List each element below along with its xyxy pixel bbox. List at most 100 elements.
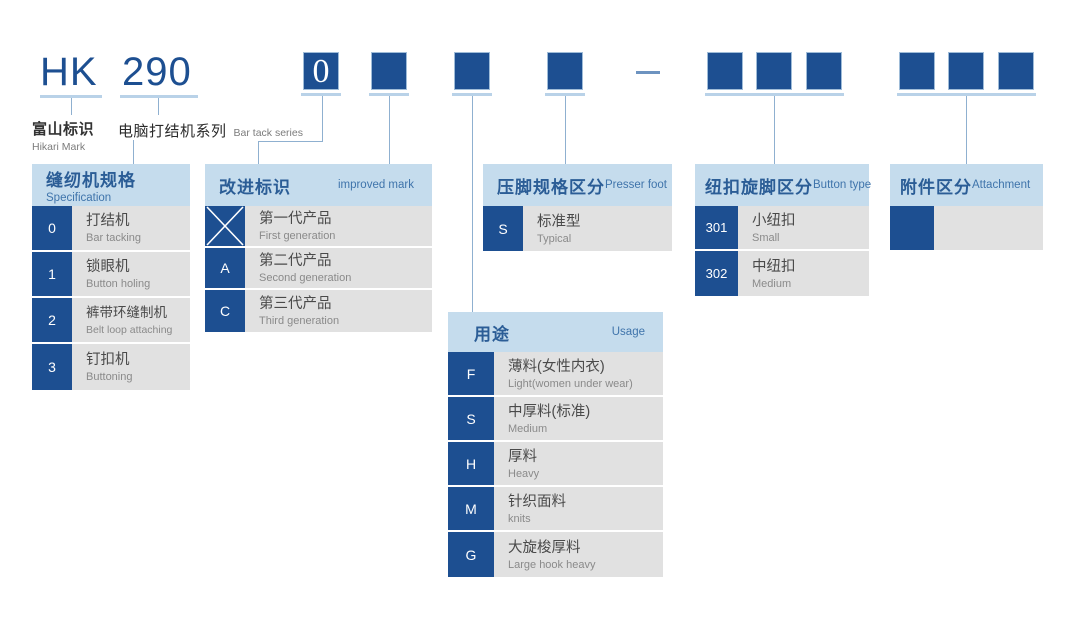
table-specification-header: 缝纫机规格 Specification [32, 164, 190, 206]
box-button-type-2[interactable] [756, 52, 792, 90]
row-value-cn: 针织面料 [508, 493, 566, 510]
table-row[interactable]: S 中厚料(标准) Medium [448, 397, 663, 442]
row-value-cn: 中厚料(标准) [508, 403, 591, 420]
box-improved-mark[interactable] [371, 52, 407, 90]
connector-box-specification-drop [258, 141, 259, 165]
table-button-type-header: 纽扣旋脚区分 Button type [695, 164, 871, 206]
row-value: 针织面料 knits [494, 487, 663, 530]
box-attachment-3[interactable] [998, 52, 1034, 90]
connector-box-specification-vertical [322, 96, 323, 141]
row-key: G [448, 532, 494, 579]
box-presser-foot[interactable] [547, 52, 583, 90]
row-value-cn: 锁眼机 [86, 259, 130, 275]
table-row[interactable]: 第一代产品 First generation [205, 206, 432, 248]
row-value-en: knits [508, 512, 531, 525]
row-value: 第一代产品 First generation [245, 206, 432, 246]
table-row[interactable]: 2 裤带环缝制机 Belt loop attaching [32, 298, 190, 344]
code-hikari-mark: HK [40, 50, 98, 94]
row-key: 0 [32, 206, 72, 252]
row-value: 第三代产品 Third generation [245, 290, 432, 332]
underline-box-presser-foot [545, 93, 585, 96]
row-value-en: Buttoning [86, 371, 133, 383]
row-value-en: Small [752, 231, 780, 244]
row-value: 裤带环缝制机 Belt loop attaching [72, 298, 190, 342]
box-attachment-2[interactable] [948, 52, 984, 90]
table-improved-mark: 改进标识 improved mark 第一代产品 First generatio… [205, 164, 432, 334]
row-key: F [448, 352, 494, 397]
row-key: 301 [695, 206, 738, 251]
underline-box-usage [452, 93, 492, 96]
label-hikari-mark-en: Hikari Mark [32, 141, 86, 153]
table-row[interactable]: 3 钉扣机 Buttoning [32, 344, 190, 392]
connector-box-usage-to-table [472, 96, 473, 312]
row-value: 钉扣机 Buttoning [72, 344, 190, 390]
table-row[interactable]: 1 锁眼机 Button holing [32, 252, 190, 298]
row-value-cn: 打结机 [86, 213, 130, 229]
table-usage-title-en: Usage [611, 326, 645, 338]
row-value-cn: 大旋梭厚料 [508, 539, 581, 556]
table-row[interactable]: H 厚料 Heavy [448, 442, 663, 487]
row-value: 中纽扣 Medium [738, 251, 869, 296]
row-value-cn: 裤带环缝制机 [86, 305, 167, 320]
row-value-cn: 小纽扣 [752, 212, 796, 229]
connector-series-to-specification [133, 140, 134, 165]
table-specification-title-cn: 缝纫机规格 [46, 171, 136, 190]
row-value: 第二代产品 Second generation [245, 248, 432, 288]
box-usage[interactable] [454, 52, 490, 90]
table-row[interactable]: 0 打结机 Bar tacking [32, 206, 190, 252]
connector-box-attachment-to-table [966, 96, 967, 164]
label-hikari-mark-cn: 富山标识 [32, 121, 95, 138]
row-value-en: First generation [259, 230, 336, 242]
row-value-en: Belt loop attaching [86, 324, 173, 336]
tick-hikari [71, 98, 72, 115]
row-value-cn: 标准型 [537, 213, 581, 230]
row-value-cn: 中纽扣 [752, 258, 796, 275]
box-button-type-1[interactable] [707, 52, 743, 90]
table-usage-title-cn: 用途 [474, 324, 510, 344]
box-attachment-1[interactable] [899, 52, 935, 90]
table-row[interactable]: G 大旋梭厚料 Large hook heavy [448, 532, 663, 579]
row-value-en: Second generation [259, 272, 352, 284]
row-value-en: Bar tacking [86, 232, 142, 244]
label-hikari-mark: 富山标识 Hikari Mark [32, 118, 94, 153]
row-value-cn: 钉扣机 [86, 352, 130, 368]
row-value: 打结机 Bar tacking [72, 206, 190, 250]
table-row[interactable]: A 第二代产品 Second generation [205, 248, 432, 290]
table-presser-foot-title-en: Presser foot [605, 179, 667, 191]
tick-series [158, 98, 159, 115]
table-attachment-title-en: Attachment [972, 179, 1031, 191]
row-key: 3 [32, 344, 72, 392]
table-button-type-title-cn: 纽扣旋脚区分 [705, 177, 813, 197]
x-mark-icon [205, 206, 245, 248]
row-value-en: Light(women under wear) [508, 377, 633, 390]
row-value [934, 206, 1043, 250]
table-row[interactable]: 301 小纽扣 Small [695, 206, 869, 251]
row-key: H [448, 442, 494, 487]
table-row[interactable]: C 第三代产品 Third generation [205, 290, 432, 334]
row-value-en: Heavy [508, 467, 540, 480]
table-presser-foot-header: 压脚规格区分 Presser foot [483, 164, 672, 206]
box-button-type-3[interactable] [806, 52, 842, 90]
table-usage-header: 用途 Usage [448, 312, 663, 352]
table-row[interactable] [890, 206, 1043, 252]
table-row[interactable]: F 薄料(女性内衣) Light(women under wear) [448, 352, 663, 397]
table-attachment-header: 附件区分 Attachment [890, 164, 1043, 206]
row-value-en: Button holing [86, 278, 151, 290]
row-key: 2 [32, 298, 72, 344]
table-presser-foot: 压脚规格区分 Presser foot S 标准型 Typical [483, 164, 672, 253]
underline-box-attachment-group [897, 93, 1036, 96]
box-specification-digit[interactable]: 0 [303, 52, 339, 90]
row-value-cn: 薄料(女性内衣) [508, 358, 605, 375]
row-value-en: Medium [752, 277, 792, 290]
row-value-en: Third generation [259, 315, 340, 327]
label-bar-tack-series: 电脑打结机系列 Bar tack series [118, 120, 303, 141]
table-row[interactable]: M 针织面料 knits [448, 487, 663, 532]
table-row[interactable]: 302 中纽扣 Medium [695, 251, 869, 298]
table-row[interactable]: S 标准型 Typical [483, 206, 672, 253]
underline-series [120, 95, 198, 98]
row-value-cn: 第一代产品 [259, 211, 332, 227]
table-attachment-title-cn: 附件区分 [900, 177, 972, 197]
table-usage: 用途 Usage F 薄料(女性内衣) Light(women under we… [448, 312, 663, 579]
row-key: S [448, 397, 494, 442]
